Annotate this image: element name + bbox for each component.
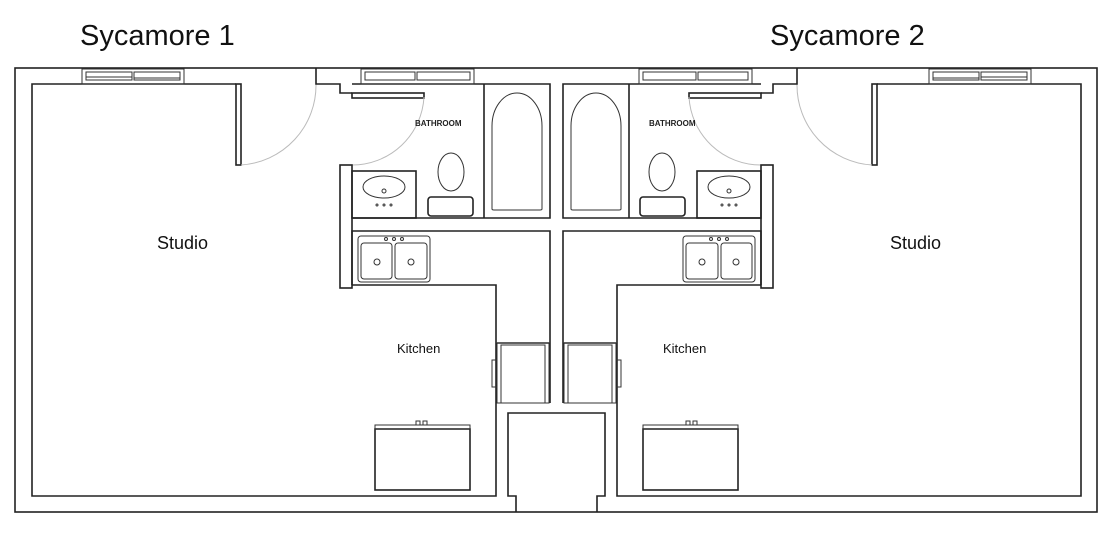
- studio-label-2: Studio: [890, 233, 942, 253]
- unit-title-2: Sycamore 2: [770, 20, 925, 52]
- unit-sycamore-2: [562, 67, 1082, 497]
- bathroom-label-2: BATHROOM: [649, 119, 696, 128]
- kitchen-label-1: Kitchen: [397, 341, 441, 356]
- bathroom-label-1: BATHROOM: [415, 119, 462, 128]
- kitchen-label-2: Kitchen: [663, 341, 707, 356]
- unit-sycamore-1: [31, 67, 551, 497]
- shared-entry: [507, 412, 606, 512]
- unit-title-1: Sycamore 1: [80, 20, 235, 52]
- studio-label-1: Studio: [157, 233, 209, 253]
- outer-wall: [14, 67, 1098, 513]
